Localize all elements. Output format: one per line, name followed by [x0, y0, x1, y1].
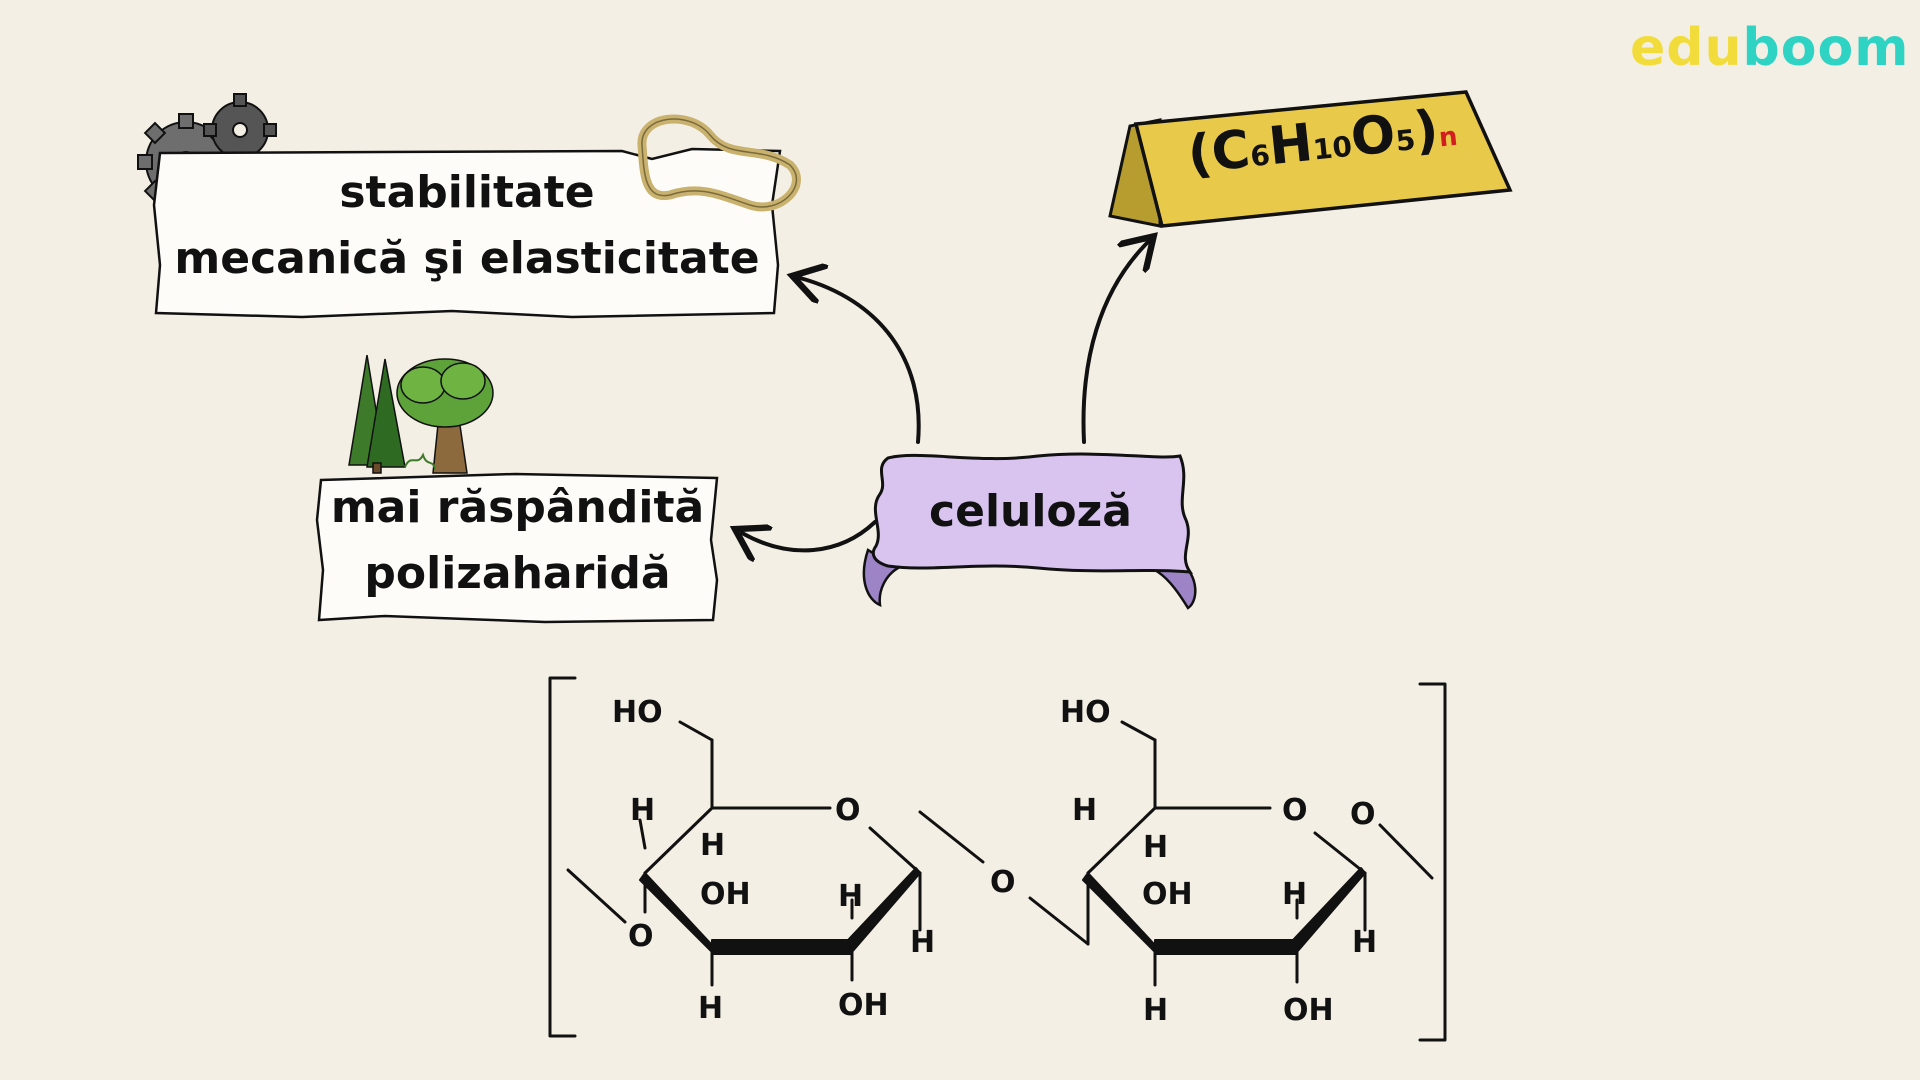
r1-h-right: H [910, 925, 935, 960]
stability-label-frame [152, 147, 782, 319]
r2-h-right: H [1352, 925, 1377, 960]
brand-logo-part2: boom [1742, 18, 1910, 78]
arrow-to-widespread [742, 520, 877, 550]
r2-h-mid: H [1282, 877, 1307, 912]
brand-logo-part1: edu [1630, 18, 1743, 78]
r1-ho-top: HO [612, 695, 663, 730]
celuloza-scroll: celuloză [858, 450, 1203, 610]
r2-h-bottom: H [1143, 993, 1168, 1028]
widespread-label-box: mai răspândită polizaharidă [315, 470, 720, 625]
r2-oh-bottom: OH [1283, 993, 1334, 1028]
formula-banner [1108, 90, 1513, 228]
scroll-shape [862, 452, 1197, 610]
arrow-to-stability [800, 278, 921, 444]
r2-h-left: H [1072, 793, 1097, 828]
r2-oh-mid: OH [1142, 877, 1193, 912]
celuloza-label: celuloză [929, 486, 1132, 537]
trees-icon [348, 355, 494, 474]
bracket-left [548, 676, 577, 1038]
brand-logo: eduboom [1630, 18, 1909, 78]
r2-h-inner: H [1143, 830, 1168, 865]
stability-label-box: stabilitate mecanică şi elasticitate [152, 145, 782, 320]
r2-o-ring: O [1282, 793, 1308, 828]
r1-oh-bottom: OH [838, 988, 889, 1023]
r2-o-right: O [1350, 797, 1376, 832]
r1-h-mid: H [838, 879, 863, 914]
r1-o-ring: O [835, 793, 861, 828]
r2-ho-top: HO [1060, 695, 1111, 730]
stability-line-1: stabilitate [339, 167, 595, 218]
r1-oh-mid: OH [700, 877, 751, 912]
r1-h-left: H [630, 793, 655, 828]
widespread-label-frame [315, 472, 719, 624]
bridge-o: O [990, 865, 1016, 900]
r1-h-inner: H [700, 828, 725, 863]
stability-line-2: mecanică şi elasticitate [174, 233, 760, 284]
widespread-line-1: mai răspândită [330, 482, 705, 533]
r1-h-bottom: H [698, 991, 723, 1026]
widespread-line-2: polizaharidă [364, 548, 671, 599]
rubber-band-icon [637, 114, 801, 212]
arrow-to-formula [1081, 242, 1148, 444]
bracket-right [1418, 682, 1447, 1042]
r1-o-left: O [628, 919, 654, 954]
